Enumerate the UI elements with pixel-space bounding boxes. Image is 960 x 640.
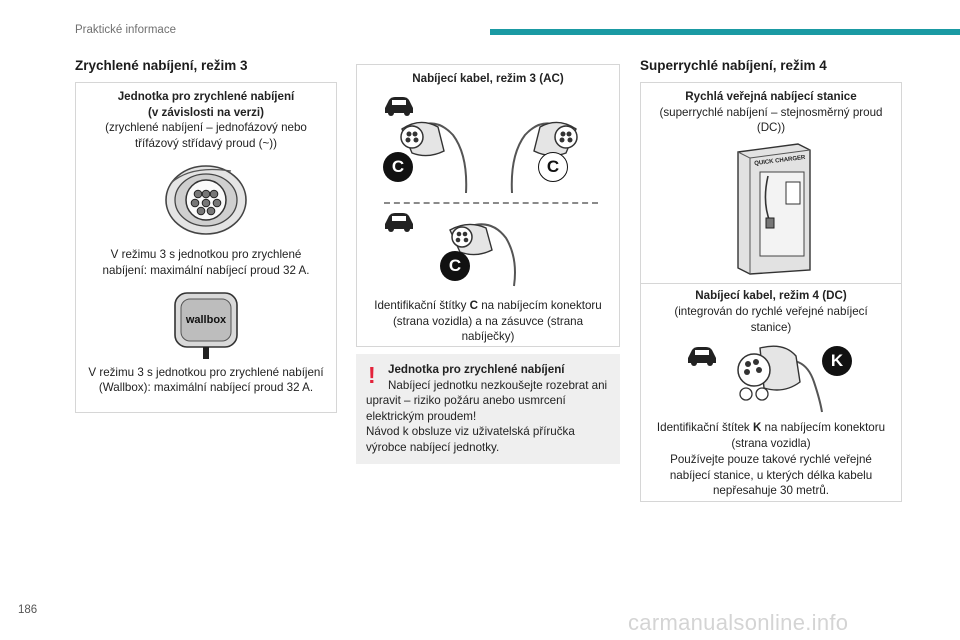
wallbox-illustration: wallbox: [174, 291, 238, 359]
charging-socket-illustration: [165, 165, 247, 236]
warning-panel: ! Jednotka pro zrychlené nabíjení Nabíje…: [356, 354, 620, 464]
warning-body-manual: Návod k obsluze viz uživatelská příručka…: [366, 425, 575, 454]
quick-charger-station-illustration: QUICK CHARGER: [737, 143, 811, 275]
car-icon: [385, 97, 413, 116]
label-c-charger: C: [538, 152, 568, 182]
ac-connector-charger-side: [510, 121, 578, 194]
cable-mode4-title: Nabíjecí kabel, režim 4 (DC): [695, 289, 847, 302]
watermark: carmanualsonline.info: [628, 610, 849, 635]
mode4-divider: [640, 283, 902, 284]
cable-mode4-subtitle: (integrován do rychlé veřejné nabíjecí s…: [674, 305, 868, 334]
unit-title-line2: (v závislosti na verzi): [148, 105, 264, 119]
header-section-title: Praktické informace: [75, 24, 176, 36]
section-title-mode4: Superrychlé nabíjení, režim 4: [640, 58, 827, 73]
ac-connector-cable: [449, 223, 516, 287]
mode3-socket-text: V režimu 3 s jednotkou pro zrychlené nab…: [102, 248, 310, 277]
station-subtitle: (superrychlé nabíjení – stejnosměrný pro…: [659, 105, 883, 135]
identification-text-c: Identifikační štítky C na nabíjecím kone…: [374, 299, 602, 344]
label-c-vehicle: C: [383, 152, 413, 182]
warning-title: Jednotka pro zrychlené nabíjení: [388, 363, 565, 376]
dashed-separator: [384, 202, 598, 204]
section-title-mode3: Zrychlené nabíjení, režim 3: [75, 58, 248, 73]
header-accent-bar: [490, 29, 960, 35]
mode3-unit-box: Jednotka pro zrychlené nabíjení (v závis…: [75, 82, 337, 413]
unit-subtitle: (zrychlené nabíjení – jednofázový nebo t…: [105, 121, 307, 150]
page-number: 186: [18, 604, 38, 616]
label-c-cable: C: [440, 251, 470, 281]
dc-connector-illustration: [737, 345, 823, 413]
station-title: Rychlá veřejná nabíjecí stanice: [685, 90, 857, 103]
car-icon: [688, 347, 716, 366]
mode3-wallbox-text: V režimu 3 s jednotkou pro zrychlené nab…: [88, 365, 324, 395]
car-icon: [385, 213, 413, 232]
label-k: K: [822, 346, 852, 376]
cable-mode3-title: Nabíjecí kabel, režim 3 (AC): [412, 72, 564, 85]
cable-length-text: Používejte pouze takové rychlé veřejné n…: [669, 453, 873, 498]
ac-connector-vehicle-side: [400, 121, 468, 194]
wallbox-logo: wallbox: [185, 314, 227, 326]
warning-body: Nabíjecí jednotku nezkoušejte rozebrat a…: [366, 378, 608, 423]
identification-text-k: Identifikační štítek K na nabíjecím kone…: [656, 421, 886, 450]
warning-icon: !: [368, 362, 376, 388]
unit-title-line1: Jednotka pro zrychlené nabíjení: [117, 90, 295, 103]
